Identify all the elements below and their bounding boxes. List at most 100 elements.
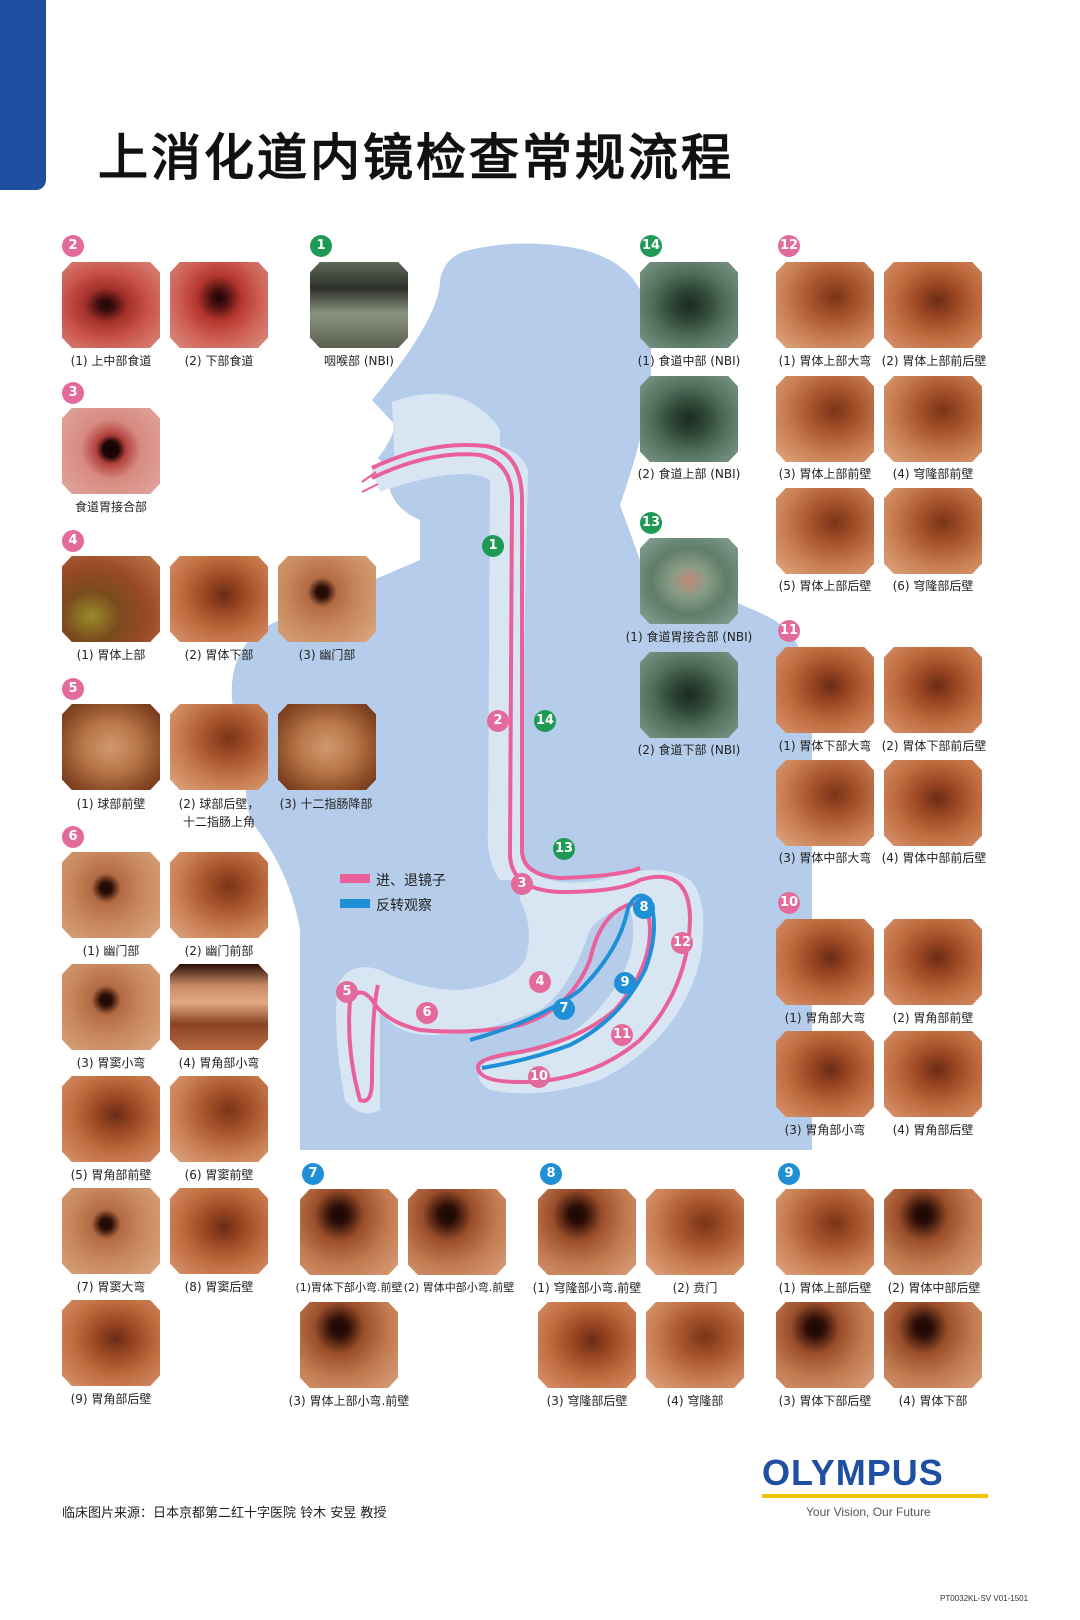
image-caption: (9) 胃角部后壁 xyxy=(70,1392,152,1406)
image-caption: (3) 胃体中部大弯 xyxy=(778,851,872,865)
endoscopy-image xyxy=(776,1302,874,1388)
image-caption: (6) 穹隆部后壁 xyxy=(892,579,974,593)
endoscopy-image xyxy=(640,538,738,624)
corner-accent xyxy=(0,0,46,190)
path-marker-12: 12 xyxy=(671,932,693,954)
endoscopy-image xyxy=(170,1188,268,1274)
path-marker-2: 2 xyxy=(487,710,509,732)
path-marker-7: 7 xyxy=(553,998,575,1020)
endoscopy-image xyxy=(300,1302,398,1388)
endoscopy-image xyxy=(62,556,160,642)
image-caption: (4) 胃角部后壁 xyxy=(892,1123,974,1137)
path-marker-13: 13 xyxy=(553,838,575,860)
image-caption: (2) 胃体下部 xyxy=(184,648,254,662)
path-marker-9: 9 xyxy=(614,972,636,994)
image-caption: (3) 幽门部 xyxy=(298,648,356,662)
image-caption: (1) 胃体上部大弯 xyxy=(778,354,872,368)
image-caption: (1) 胃体下部大弯 xyxy=(778,739,872,753)
section-4-badge: 4 xyxy=(62,530,84,552)
image-caption: 十二指肠上角 xyxy=(182,815,255,829)
endoscopy-image xyxy=(776,488,874,574)
endoscopy-image xyxy=(884,1189,982,1275)
endoscopy-image xyxy=(300,1189,398,1275)
endoscopy-image xyxy=(884,376,982,462)
endoscopy-image xyxy=(776,262,874,348)
endoscopy-image xyxy=(776,647,874,733)
endoscopy-image xyxy=(884,488,982,574)
image-caption: (2) 幽门前部 xyxy=(184,944,254,958)
legend-swatch-retroflex xyxy=(340,899,370,908)
endoscopy-image xyxy=(646,1189,744,1275)
endoscopy-image xyxy=(170,852,268,938)
endoscopy-image xyxy=(170,704,268,790)
endoscopy-image xyxy=(776,376,874,462)
endoscopy-image xyxy=(538,1302,636,1388)
brand-bar xyxy=(762,1494,988,1498)
image-caption: (3) 胃窦小弯 xyxy=(76,1056,146,1070)
path-marker-10: 10 xyxy=(528,1066,550,1088)
image-caption: 咽喉部 (NBI) xyxy=(324,354,394,368)
image-caption: (3) 胃体上部前壁 xyxy=(778,467,872,481)
path-marker-6: 6 xyxy=(416,1002,438,1024)
endoscopy-image xyxy=(776,919,874,1005)
section-12-badge: 12 xyxy=(778,235,800,257)
image-caption: (2) 胃体中部后壁 xyxy=(887,1281,981,1295)
image-caption: (1) 胃角部大弯 xyxy=(784,1011,866,1025)
image-caption: (1) 球部前壁 xyxy=(76,797,146,811)
legend-insert-label: 进、退镜子 xyxy=(376,873,446,889)
image-source-note: 临床图片来源：日本京都第二红十字医院 铃木 安昱 教授 xyxy=(62,1506,387,1521)
image-caption: (2) 胃体上部前后壁 xyxy=(881,354,987,368)
endoscopy-image xyxy=(62,704,160,790)
stomach-shape xyxy=(336,860,704,1114)
endoscopy-image xyxy=(170,556,268,642)
path-marker-11: 11 xyxy=(611,1024,633,1046)
image-caption: (4) 穹隆部前壁 xyxy=(892,467,974,481)
section-1-badge: 1 xyxy=(310,235,332,257)
endoscopy-image xyxy=(278,556,376,642)
endoscopy-image xyxy=(646,1302,744,1388)
image-caption: (5) 胃角部前壁 xyxy=(70,1168,152,1182)
endoscopy-image xyxy=(884,1302,982,1388)
brand-logo: OLYMPUS xyxy=(762,1452,944,1493)
image-caption: (2) 食道下部 (NBI) xyxy=(637,743,741,757)
endoscopy-image xyxy=(640,652,738,738)
mouth-arrows xyxy=(361,471,379,493)
image-caption: (1) 食道胃接合部 (NBI) xyxy=(625,630,753,644)
image-caption: (1) 上中部食道 xyxy=(70,354,152,368)
endoscopy-image xyxy=(884,1031,982,1117)
endoscopy-image xyxy=(884,262,982,348)
endoscopy-image xyxy=(62,1188,160,1274)
section-3-badge: 3 xyxy=(62,382,84,404)
image-caption: (5) 胃体上部后壁 xyxy=(778,579,872,593)
endoscopy-image xyxy=(776,1031,874,1117)
endoscopy-image xyxy=(62,262,160,348)
page-title: 上消化道内镜检查常规流程 xyxy=(98,129,734,187)
endoscopy-image xyxy=(278,704,376,790)
image-caption: (2) 贲门 xyxy=(672,1281,718,1295)
image-caption: (3) 胃角部小弯 xyxy=(784,1123,866,1137)
image-caption: (3) 胃体上部小弯.前壁 xyxy=(288,1394,410,1408)
endoscopy-image xyxy=(170,1076,268,1162)
section-11-badge: 11 xyxy=(778,620,800,642)
image-caption: (3) 穹隆部后壁 xyxy=(546,1394,628,1408)
document-code: PT0032KL-SV V01-1501 xyxy=(940,1594,1029,1603)
endoscopy-image xyxy=(884,647,982,733)
endoscopy-image xyxy=(62,1300,160,1386)
endoscopy-image xyxy=(62,1076,160,1162)
withdraw-path xyxy=(371,442,641,881)
endoscopy-image xyxy=(884,919,982,1005)
endoscopy-image xyxy=(640,262,738,348)
image-caption: 食道胃接合部 xyxy=(74,500,147,514)
endoscopy-image xyxy=(62,852,160,938)
image-caption: (2) 胃体下部前后壁 xyxy=(881,739,987,753)
endoscopy-image xyxy=(884,760,982,846)
section-5-badge: 5 xyxy=(62,678,84,700)
path-marker-4: 4 xyxy=(529,971,551,993)
image-caption: (2) 下部食道 xyxy=(184,354,254,368)
section-10-badge: 10 xyxy=(778,892,800,914)
image-caption: (4) 穹隆部 xyxy=(666,1394,724,1408)
image-caption: (2) 食道上部 (NBI) xyxy=(637,467,741,481)
image-caption: (1) 胃体上部 xyxy=(76,648,146,662)
image-caption: (2) 球部后壁， xyxy=(178,797,260,811)
endoscopy-image xyxy=(408,1189,506,1275)
